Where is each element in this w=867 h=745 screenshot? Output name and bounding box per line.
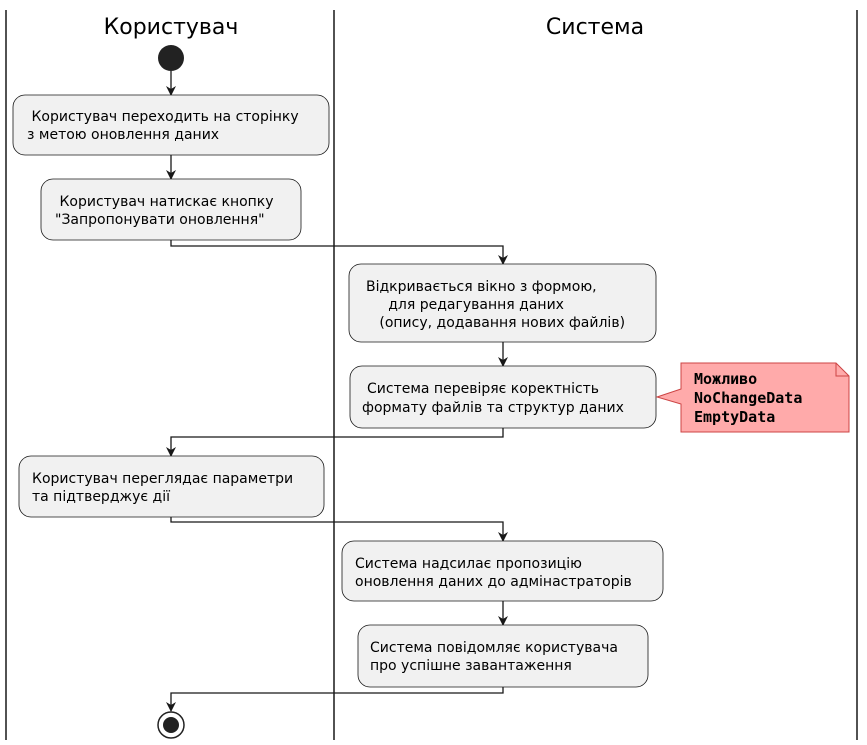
action-text-line: з метою оновлення даних bbox=[27, 127, 219, 143]
action-node: Система повідомляє користувача про успіш… bbox=[357, 624, 649, 688]
svg-text:Користувач переглядає параметр: Користувач переглядає параметри та підтв… bbox=[0, 0, 324, 505]
action-text-line: Система перевіряє коректність bbox=[367, 381, 599, 397]
note-text-line: Можливо bbox=[694, 370, 757, 388]
action-text-line: для редагування даних bbox=[366, 297, 564, 313]
action-text-line: формату файлів та структур даних bbox=[362, 400, 624, 416]
note-text-line: NoChangeData bbox=[694, 389, 802, 407]
action-text-line: (опису, додавання нових файлів) bbox=[366, 315, 625, 331]
start-node bbox=[158, 45, 184, 71]
action-node: Система перевіряє коректність формату фа… bbox=[0, 0, 657, 429]
action-node: Відкривається вікно з формою, для редагу… bbox=[0, 0, 657, 343]
action-text-line: про успішне завантаження bbox=[370, 658, 572, 674]
action-text-line: Відкривається вікно з формою, bbox=[366, 279, 597, 295]
action-text-line: Система надсилає пропозицію bbox=[355, 556, 582, 572]
action-text-line: Користувач переходить на сторінку bbox=[27, 109, 299, 125]
svg-text:Система повідомляє користувача: Система повідомляє користувача про успіш… bbox=[370, 640, 618, 674]
flow-edge bbox=[170, 240, 508, 265]
action-text-line: Користувач переглядає параметри bbox=[32, 471, 293, 487]
flow-edge bbox=[170, 517, 508, 542]
action-text-line: та підтверджує дії bbox=[32, 489, 170, 505]
action-node: Користувач натискає кнопку "Запропонуват… bbox=[0, 0, 305, 241]
swimlane-title-system: Система bbox=[546, 15, 644, 40]
note: Можливо NoChangeData EmptyData bbox=[655, 362, 850, 433]
flow-edge bbox=[166, 687, 504, 712]
end-node bbox=[157, 711, 185, 739]
svg-text:Система перевіряє коректність: Система перевіряє коректність формату фа… bbox=[0, 0, 646, 416]
svg-text:Можливо NoChangeData: Можливо NoChangeData EmptyData bbox=[694, 370, 802, 426]
action-text-line: "Запропонувати оновлення" bbox=[55, 212, 265, 228]
swimlane-title-user: Користувач bbox=[104, 15, 239, 40]
svg-text:Користувач переходить на сторі: Користувач переходить на сторінку з мето… bbox=[27, 109, 330, 143]
action-text-line: Система повідомляє користувача bbox=[370, 640, 618, 656]
note-text-line: EmptyData bbox=[694, 408, 775, 426]
action-node: Користувач переходить на сторінку з мето… bbox=[12, 94, 330, 156]
svg-text:Користувач натискає кнопку: Користувач натискає кнопку "Запропонуват… bbox=[0, 0, 305, 228]
action-text-line: Користувач натискає кнопку bbox=[55, 194, 274, 210]
action-node: Користувач переглядає параметри та підтв… bbox=[0, 0, 325, 518]
svg-text:Відкривається вікно з формою,: Відкривається вікно з формою, для редагу… bbox=[0, 0, 647, 331]
action-node: Система надсилає пропозицію оновлення да… bbox=[341, 540, 664, 602]
svg-text:Система надсилає пропозицію: Система надсилає пропозицію оновлення да… bbox=[355, 556, 632, 590]
action-text-line: оновлення даних до адмінастраторів bbox=[355, 574, 632, 590]
flow-edge bbox=[166, 428, 504, 457]
flow-edges bbox=[166, 71, 508, 712]
